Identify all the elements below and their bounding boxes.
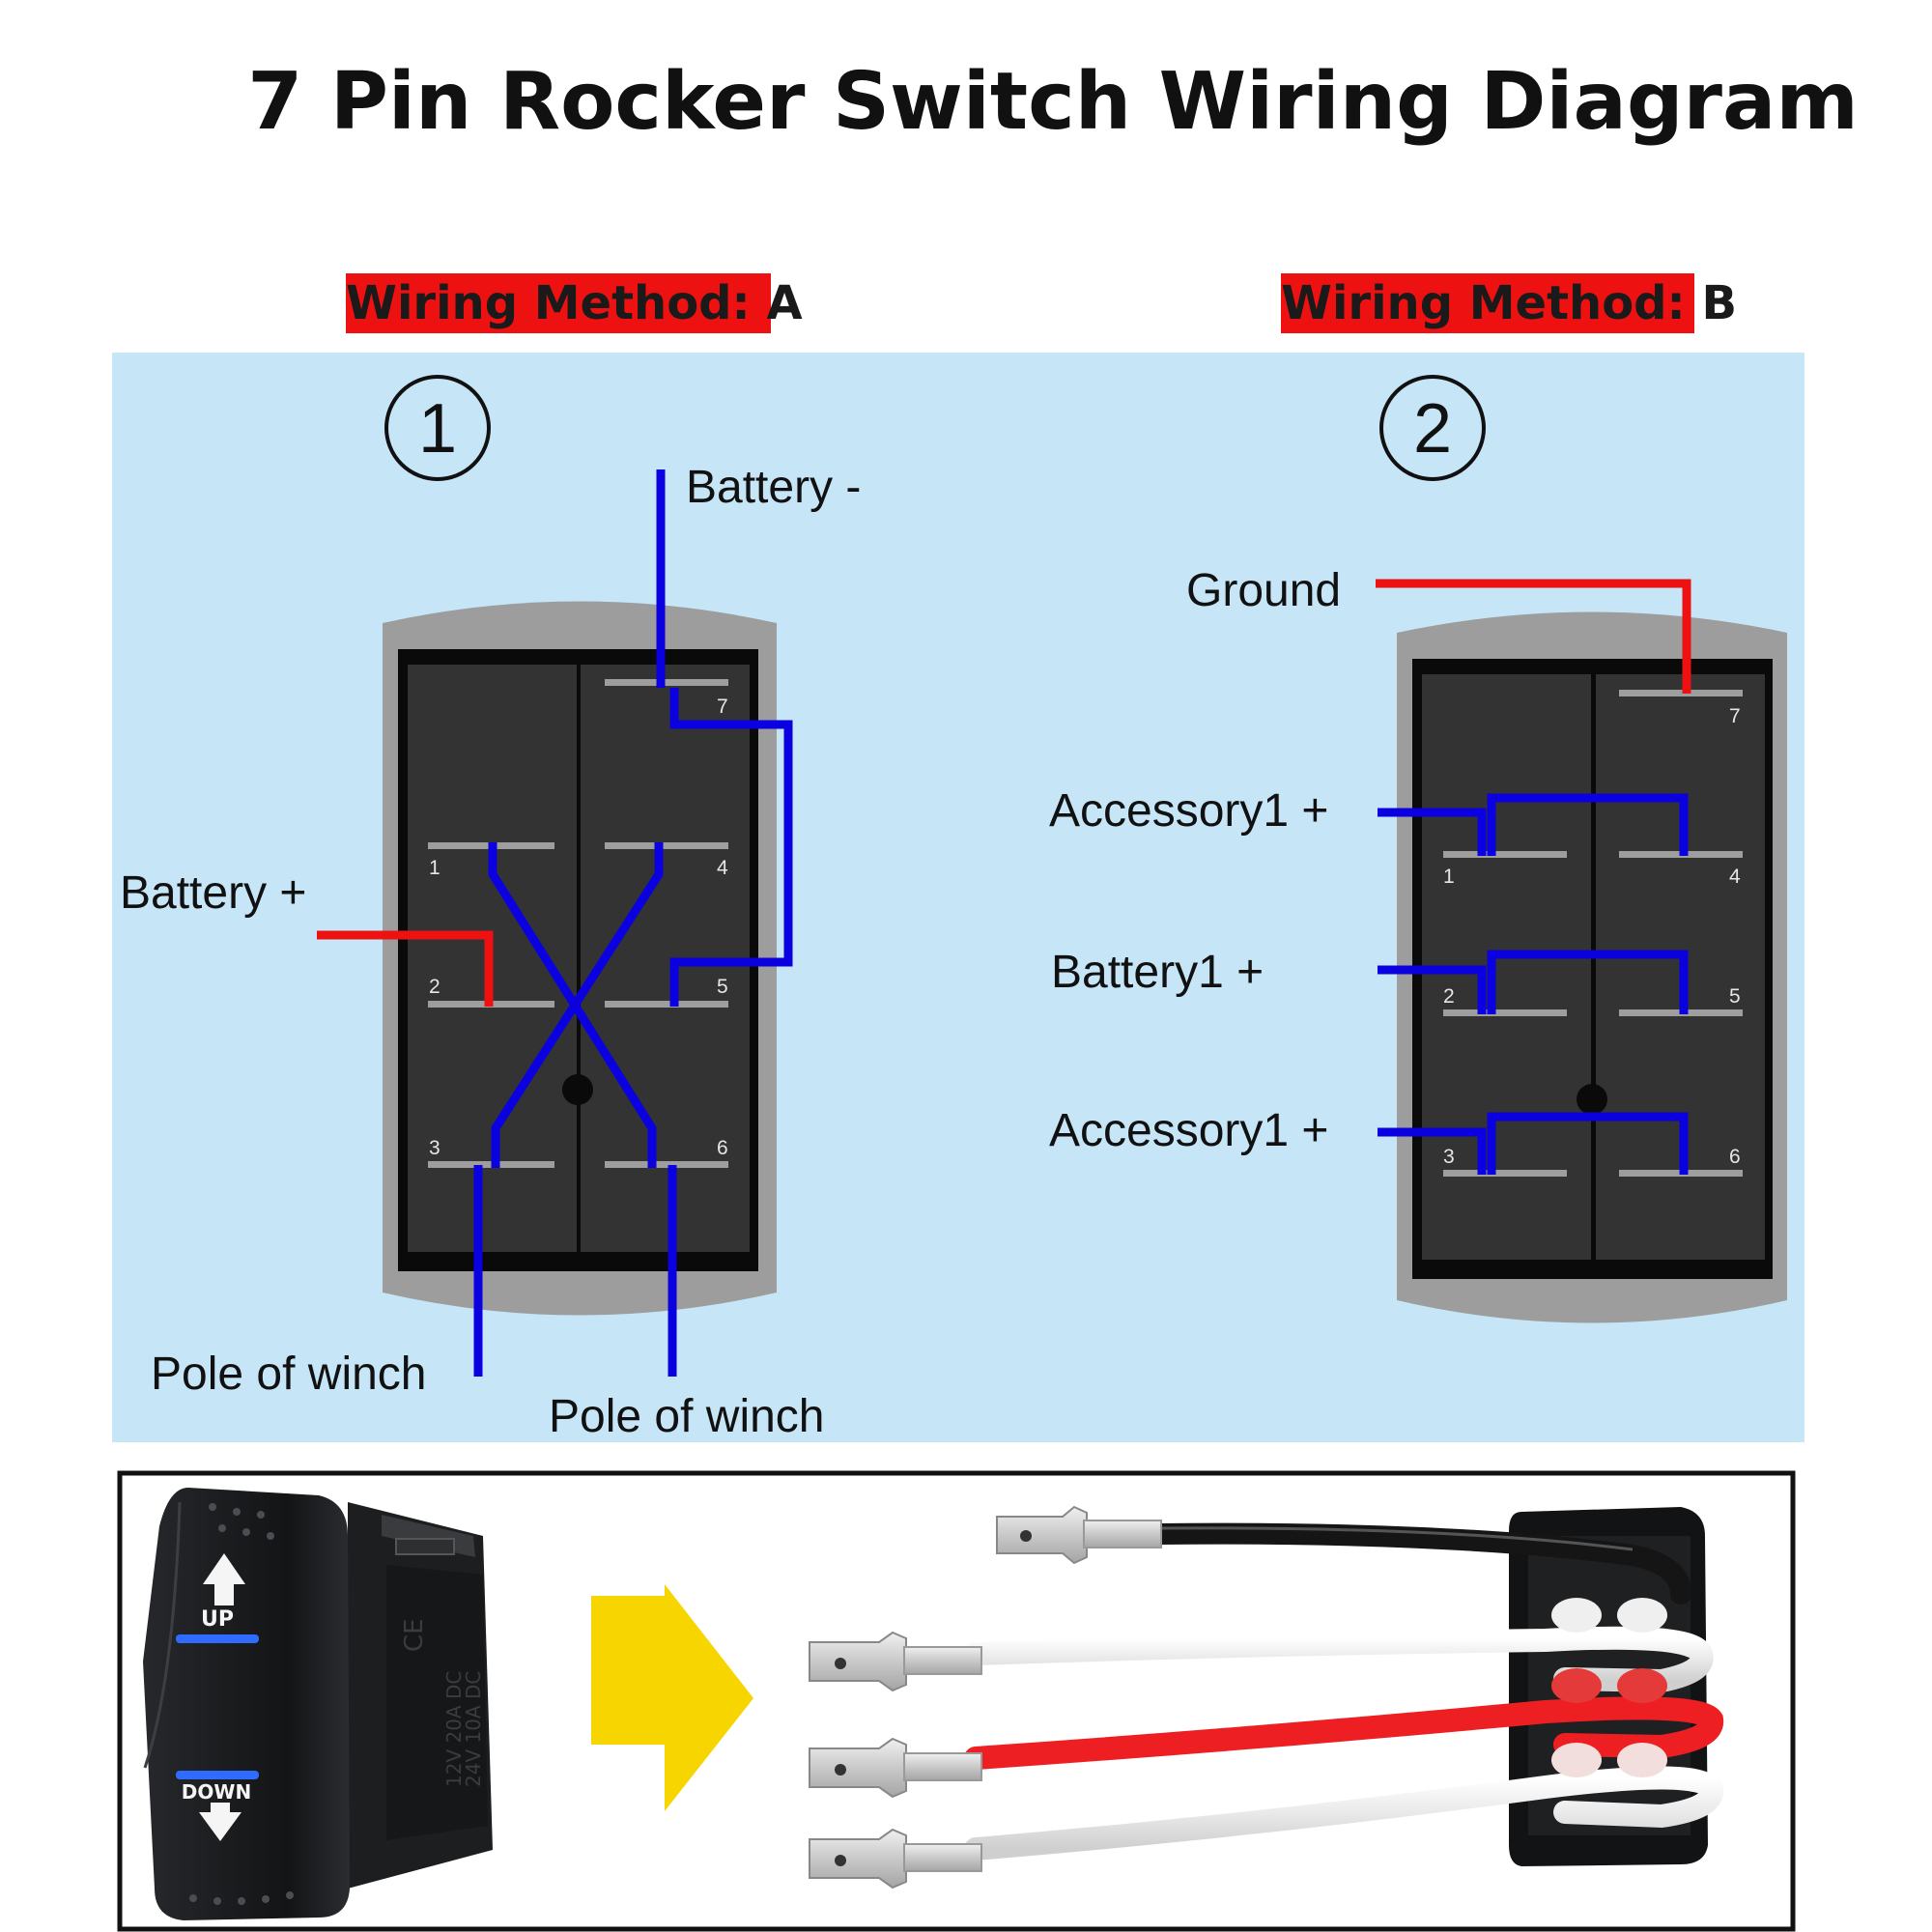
pin-number-a-1: 1 bbox=[429, 857, 440, 879]
pin-number-a-7: 7 bbox=[717, 696, 728, 718]
connector-boots bbox=[1551, 1598, 1667, 1777]
up-label: UP bbox=[201, 1607, 234, 1632]
wire-b-accessory-top bbox=[1378, 808, 1487, 856]
yellow-arrow-icon bbox=[591, 1584, 753, 1811]
down-arrow-icon bbox=[199, 1803, 242, 1841]
pin-number-b-1: 1 bbox=[1443, 866, 1455, 888]
terminal-white-2 bbox=[809, 1828, 907, 1889]
terminal-b-1 bbox=[1443, 851, 1567, 858]
pin-number-b-3: 3 bbox=[1443, 1146, 1455, 1168]
method-a-number: 1 bbox=[418, 390, 457, 468]
method-b-number: 2 bbox=[1413, 390, 1452, 468]
label-battery-minus: Battery - bbox=[686, 462, 861, 513]
rating-line-2: 24V 10A DC bbox=[462, 1671, 485, 1787]
terminal-white-1 bbox=[809, 1631, 907, 1692]
wire-a-cross-4-to-3 bbox=[491, 842, 664, 1168]
terminal-b-7 bbox=[1619, 690, 1743, 696]
pin-number-b-7: 7 bbox=[1729, 705, 1741, 727]
switch-front-face bbox=[143, 1488, 350, 1920]
black-wire bbox=[1149, 1522, 1691, 1605]
wire-b-bridge-3-6 bbox=[1487, 1112, 1689, 1175]
ce-mark: CE bbox=[400, 1618, 429, 1652]
method-b-number-circle bbox=[1379, 375, 1486, 481]
wiring-method-a-label: Wiring Method: A bbox=[346, 273, 803, 333]
down-led-indicator bbox=[176, 1771, 259, 1779]
diagram-b: 2 7 1 4 2 5 3 6 Ground Accessory1 + Batt… bbox=[1049, 375, 1787, 1323]
wiring-method-b-label: Wiring Method: B bbox=[1281, 273, 1737, 333]
wire-a-7-to-5-loop bbox=[669, 688, 793, 1007]
rating-line-1: 12V 20A DC bbox=[442, 1671, 466, 1787]
terminal-b-3 bbox=[1443, 1170, 1567, 1177]
method-a-number-circle bbox=[384, 375, 491, 481]
down-label: DOWN bbox=[182, 1780, 251, 1804]
diagram-a: 1 7 1 4 2 5 3 6 Battery - Battery + bbox=[120, 375, 861, 1442]
white-wire-top bbox=[964, 1626, 1714, 1693]
wire-b-accessory-bottom bbox=[1378, 1127, 1487, 1175]
red-wire bbox=[964, 1696, 1724, 1770]
label-accessory-bottom: Accessory1 + bbox=[1049, 1105, 1328, 1156]
switch-b-center-dot bbox=[1577, 1084, 1607, 1115]
up-led-indicator bbox=[176, 1634, 259, 1643]
switch-a-center-dot bbox=[562, 1074, 593, 1105]
wire-b-bridge-1-4 bbox=[1487, 793, 1689, 856]
wire-a-battery-plus bbox=[317, 930, 494, 1007]
terminal-black-wire bbox=[996, 1505, 1088, 1565]
terminal-a-7 bbox=[605, 679, 728, 686]
pin-number-b-4: 4 bbox=[1729, 866, 1741, 888]
terminal-a-5 bbox=[605, 1001, 728, 1008]
terminal-b-2 bbox=[1443, 1009, 1567, 1016]
wire-b-ground bbox=[1376, 579, 1691, 694]
pin-number-b-5: 5 bbox=[1729, 985, 1741, 1008]
label-accessory-top: Accessory1 + bbox=[1049, 785, 1328, 837]
white-wire-bottom bbox=[964, 1766, 1724, 1861]
wired-switch-photo bbox=[809, 1505, 1724, 1889]
pin-number-a-2: 2 bbox=[429, 976, 440, 998]
label-battery1-plus: Battery1 + bbox=[1051, 947, 1264, 998]
up-arrow-icon bbox=[203, 1553, 245, 1605]
wire-b-battery bbox=[1378, 965, 1487, 1014]
photo-strip: CE 12V 20A DC 24V 10A DC UP DOWN bbox=[117, 1470, 1796, 1932]
label-battery-plus: Battery + bbox=[120, 867, 306, 919]
terminal-a-6 bbox=[605, 1161, 728, 1168]
pin-number-a-3: 3 bbox=[429, 1137, 440, 1159]
label-pole-of-winch-right: Pole of winch bbox=[549, 1391, 825, 1442]
page-title: 7 Pin Rocker Switch Wiring Diagram bbox=[247, 56, 1859, 148]
pin-number-b-2: 2 bbox=[1443, 985, 1455, 1008]
label-pole-of-winch-left: Pole of winch bbox=[151, 1349, 427, 1400]
wire-b-bridge-2-5 bbox=[1487, 950, 1689, 1014]
pin-number-a-6: 6 bbox=[717, 1137, 728, 1159]
pin-number-b-6: 6 bbox=[1729, 1146, 1741, 1168]
terminal-red bbox=[809, 1737, 907, 1799]
label-ground: Ground bbox=[1186, 565, 1341, 616]
rocker-switch-photo: CE 12V 20A DC 24V 10A DC UP DOWN bbox=[143, 1488, 493, 1920]
pin-number-a-5: 5 bbox=[717, 976, 728, 998]
pin-number-a-4: 4 bbox=[717, 857, 728, 879]
terminal-a-4 bbox=[605, 842, 728, 849]
